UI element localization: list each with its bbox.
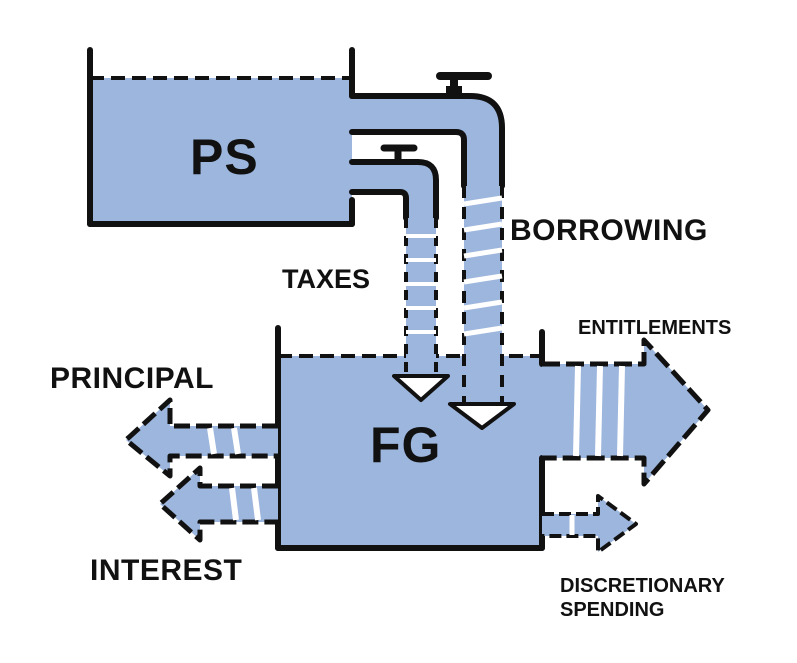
borrowing-stream <box>448 186 516 430</box>
discretionary-label-line2: SPENDING <box>560 599 665 621</box>
fg-tank-label: FG <box>370 417 442 473</box>
taxes-stream <box>392 218 450 402</box>
borrowing-pipe <box>349 93 505 189</box>
interest-arrow <box>157 465 278 543</box>
principal-label: PRINCIPAL <box>50 362 214 395</box>
ps-tank-water <box>90 78 352 224</box>
borrowing-arrow-head <box>448 402 516 430</box>
interest-label: INTEREST <box>90 554 243 587</box>
taxes-pipe <box>349 159 439 221</box>
taxes-label: TAXES <box>282 264 371 294</box>
principal-arrow <box>123 397 278 479</box>
discretionary-label-line1: DISCRETIONARY <box>560 575 725 597</box>
discretionary-label: DISCRETIONARY SPENDING <box>560 574 725 622</box>
ps-tank-label: PS <box>190 129 259 185</box>
faucet-icon <box>436 72 492 96</box>
entitlements-arrow <box>542 337 711 487</box>
faucet-icon <box>380 144 418 162</box>
borrowing-label: BORROWING <box>510 214 708 247</box>
ps-tank <box>87 47 355 227</box>
taxes-arrow-head <box>392 374 450 402</box>
discretionary-arrow <box>542 494 638 554</box>
entitlements-label: ENTITLEMENTS <box>578 317 732 339</box>
